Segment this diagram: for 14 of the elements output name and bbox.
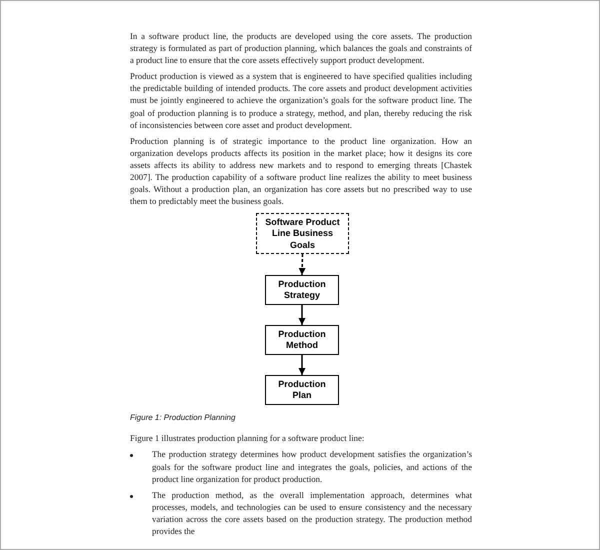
process-box: Production Plan <box>265 375 339 406</box>
process-box: Production Method <box>265 325 339 356</box>
arrow <box>298 305 306 326</box>
body-paragraph: In a software product line, the products are developed using the core assets. The production strategy is formulated as part of production planning, which balances the goals and constraints of a product line to ensure that the core assets effectively support product development. <box>130 30 472 66</box>
arrow <box>298 254 306 276</box>
process-box: Production Strategy <box>265 275 339 306</box>
figure-caption: Figure 1: Production Planning <box>130 413 236 422</box>
body-paragraph: Figure 1 illustrates production planning for a software product line: <box>130 432 366 444</box>
bullet-item-text: The production strategy determines how product development satisfies the organization’s goals for the software product line and integrates the goals, policies, and actions of the product line organization for product production. <box>152 448 472 485</box>
bullet-item-text: The production method, as the overall implementation approach, determines what processes, models, and technologies can be used to ensure consistency and the necessary variation across the core assets based on the production strategy. The production method provides the <box>152 488 472 538</box>
process-box: Software Product Line Business Goals <box>256 213 349 254</box>
body-paragraph: Product production is viewed as a system that is engineered to have specified qualities including the predictable building of intended products. The core assets and product development activities must be jointly engineered to achieve the organization’s goals for the software product line. The goal of production planning is to produce a strategy, method, and plan, thereby reducing the risk of inconsistencies between core asset and product development. <box>130 70 472 131</box>
arrow <box>298 355 306 376</box>
body-paragraph: Production planning is of strategic importance to the product line organization. How an organization develops products affects its position in the market place; how it designs its core assets affects its ability to address new markets and to respond to emerging threats [Chastek 2007]. The production capability of a software product line realizes the ability to meet business goals. Without a production plan, an organization has core assets but no prescribed way to use them to predictably meet the business goals. <box>130 134 472 208</box>
